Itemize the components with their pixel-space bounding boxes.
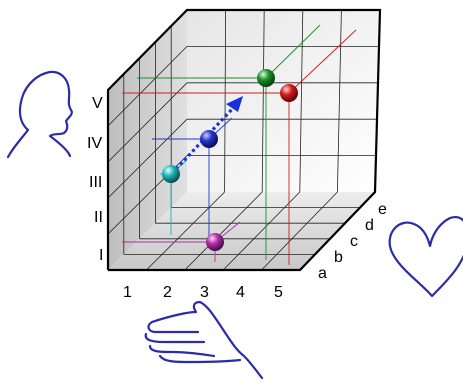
y-label-V: V <box>92 95 103 112</box>
heart-doodle <box>388 216 463 298</box>
z-label-c: c <box>350 233 358 250</box>
y-label-II: II <box>94 209 103 226</box>
x-label-3: 3 <box>200 284 209 301</box>
hand-doodle <box>144 300 264 380</box>
x-label-2: 2 <box>163 284 172 301</box>
cube-frame <box>106 8 382 272</box>
x-axis-labels: 1 2 3 4 5 <box>123 284 283 301</box>
y-label-IV: IV <box>87 135 102 152</box>
y-label-I: I <box>99 247 103 264</box>
sphere-cyan <box>162 165 180 183</box>
y-label-III: III <box>89 174 102 191</box>
z-label-e: e <box>378 201 387 218</box>
sphere-red <box>280 84 298 102</box>
sphere-green <box>257 69 275 87</box>
z-label-b: b <box>334 249 343 266</box>
x-label-5: 5 <box>274 284 283 301</box>
left-wall <box>108 10 187 270</box>
z-label-a: a <box>318 265 327 282</box>
x-label-4: 4 <box>236 284 245 301</box>
head-profile-doodle <box>6 70 73 159</box>
floor <box>108 192 375 270</box>
z-label-d: d <box>365 217 374 234</box>
back-wall <box>187 10 380 192</box>
spheres <box>162 69 298 251</box>
projection-guides <box>122 24 357 265</box>
y-axis-labels: I II III IV V <box>87 95 103 264</box>
z-axis-labels: a b c d e <box>318 201 387 282</box>
x-label-1: 1 <box>123 284 132 301</box>
sphere-blue <box>200 130 218 148</box>
sphere-magenta <box>206 233 224 251</box>
